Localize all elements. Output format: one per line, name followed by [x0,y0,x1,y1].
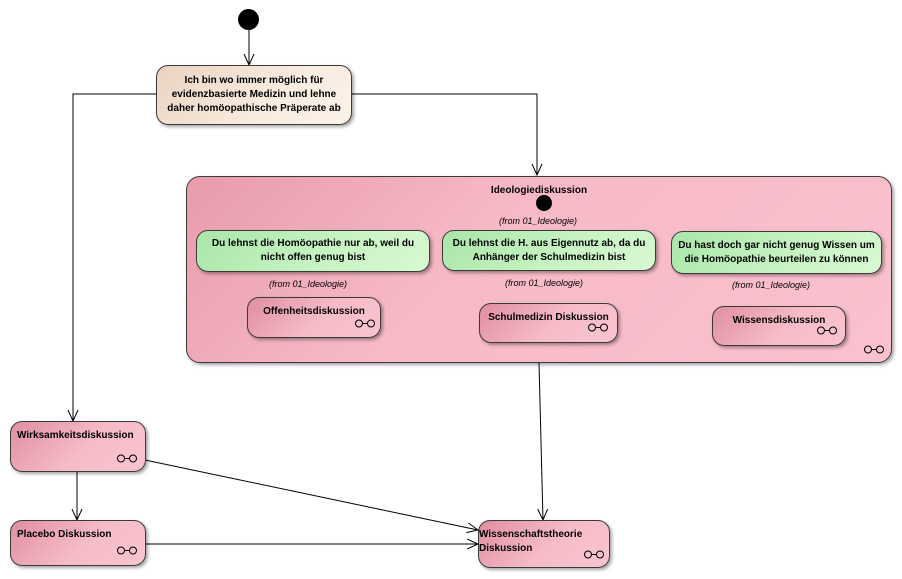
wissenschaft-line-2: Diskussion [479,543,533,554]
subactivity-icon [817,326,837,335]
flow-entry-to-ideologie [352,93,537,175]
flow-ideologie-to-wissenschaft [539,362,543,520]
entry-action-line-2: evidenzbasierte Medizin und lehne [171,89,337,100]
from-label-top: (from 01_Ideologie) [499,216,578,226]
from-label-action-3: (from 01_Ideologie) [732,280,811,290]
subactivity-icon [864,345,884,354]
from-label-action-2: (from 01_Ideologie) [505,278,584,288]
from-label-action-1: (from 01_Ideologie) [269,279,348,289]
subactivity-offenheit-node[interactable]: Offenheitsdiskussion [247,297,381,338]
subactivity-icon [117,546,137,555]
subactivity-icon [117,454,137,463]
action-1-line-2: nicht offen genug bist [260,252,366,263]
wirksamkeit-label: Wirksamkeitsdiskussion [17,430,134,441]
action-3-line-1: Du hast doch gar nicht genug Wissen um [678,239,875,251]
entry-action-node[interactable]: Ich bin wo immer möglich für evidenzbasi… [156,65,352,125]
action-1-line-1: Du lehnst die Homöopathie nur ab, weil d… [211,238,415,249]
placebo-label: Placebo Diskussion [17,529,112,540]
action-offenheit-node[interactable]: Du lehnst die Homöopathie nur ab, weil d… [196,230,430,272]
entry-action-line-1: Ich bin wo immer möglich für [184,75,324,86]
wissenschaftstheorie-node[interactable]: Wissenschaftstheorie Diskussion [478,520,610,568]
subactivity-icon [588,323,608,332]
subactivity-wissen-label: Wissensdiskussion [732,315,826,326]
subactivity-schulmedizin-node[interactable]: Schulmedizin Diskussion [479,303,618,343]
action-3-line-2: die Homöopathie beurteilen zu können [684,253,869,265]
subactivity-wissen-node[interactable]: Wissensdiskussion [712,306,846,346]
flow-entry-to-wirksamkeit [73,93,156,421]
initial-node[interactable] [238,9,259,30]
wissenschaft-line-1: Wissenschaftstheorie [479,529,583,540]
action-eigennutz-node[interactable]: Du lehnst die H. aus Eigennutz ab, da du… [442,230,656,271]
wirksamkeit-node[interactable]: Wirksamkeitsdiskussion [10,421,146,472]
inner-initial-node[interactable] [536,195,552,211]
placebo-node[interactable]: Placebo Diskussion [10,520,146,566]
action-2-line-2: Anhänger der Schulmedizin bist [472,251,626,263]
subactivity-schulmedizin-label: Schulmedizin Diskussion [488,312,609,323]
action-2-line-1: Du lehnst die H. aus Eigennutz ab, da du [452,237,646,249]
subactivity-offenheit-label: Offenheitsdiskussion [263,306,365,317]
entry-action-line-3: daher homöopathische Präperate ab [167,103,341,114]
subactivity-icon [355,319,375,328]
action-wissen-node[interactable]: Du hast doch gar nicht genug Wissen um d… [671,231,882,274]
subactivity-icon [584,550,604,559]
ideologie-container-title: Ideologiediskussion [490,185,588,196]
flow-wirksamkeit-to-wissenschaft [144,459,478,530]
